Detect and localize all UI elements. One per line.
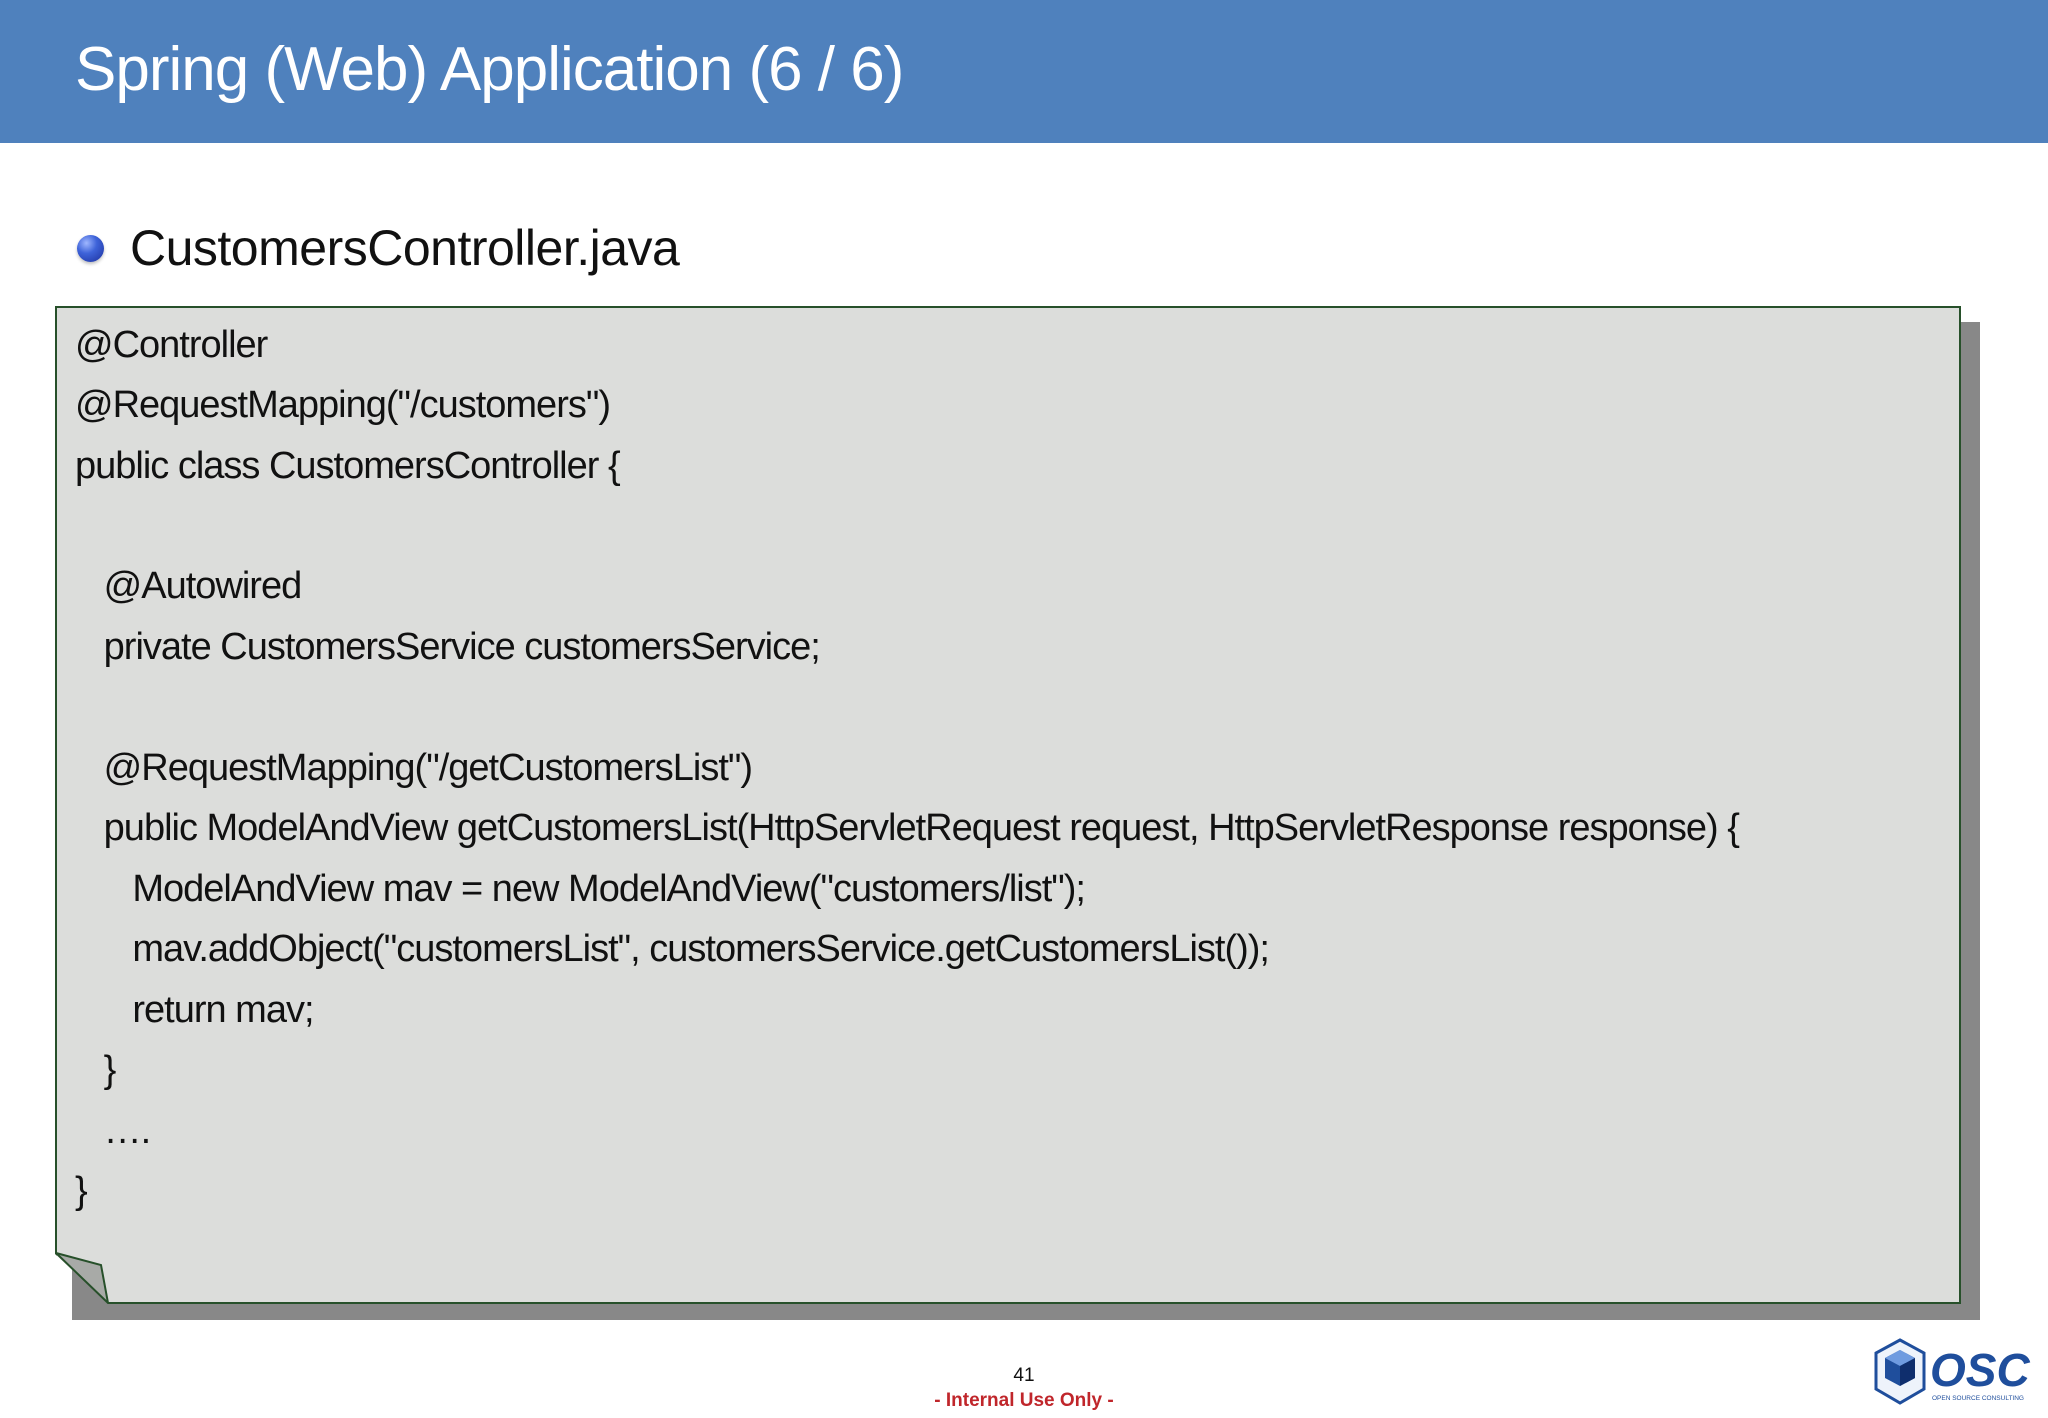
code-line: @RequestMapping("/customers") (75, 384, 611, 426)
code-box (55, 306, 1961, 1304)
code-line: @Controller (75, 324, 268, 366)
code-line: private CustomersService customersServic… (75, 626, 821, 668)
osc-logo: OSC OPEN SOURCE CONSULTING (1874, 1338, 2030, 1405)
code-line: @Autowired (75, 565, 303, 607)
slide-title: Spring (Web) Application (6 / 6) (75, 35, 904, 104)
code-line: return mav; (75, 989, 314, 1031)
bullet-icon (77, 235, 104, 262)
page-number: 41 (1013, 1365, 1035, 1386)
osc-hexagon-logo-icon (1874, 1338, 1926, 1405)
code-line: ModelAndView mav = new ModelAndView("cus… (75, 868, 1086, 910)
osc-logo-wordmark: OSC (1930, 1344, 2030, 1396)
osc-logo-tagline: OPEN SOURCE CONSULTING (1932, 1395, 2024, 1402)
code-line: @RequestMapping("/getCustomersList") (75, 747, 753, 789)
code-line: } (75, 1170, 88, 1212)
footer-note: - Internal Use Only - (934, 1390, 1114, 1411)
bullet-file-name: CustomersController.java (130, 220, 680, 276)
code-line: } (75, 1049, 117, 1091)
code-line: public class CustomersController { (75, 445, 621, 487)
code-line: mav.addObject("customersList", customers… (75, 928, 1270, 970)
title-bar: Spring (Web) Application (6 / 6) (0, 0, 2048, 143)
code-line: …. (75, 1110, 152, 1152)
code-line: public ModelAndView getCustomersList(Htt… (75, 807, 1740, 849)
page-curl-icon (55, 1252, 109, 1304)
